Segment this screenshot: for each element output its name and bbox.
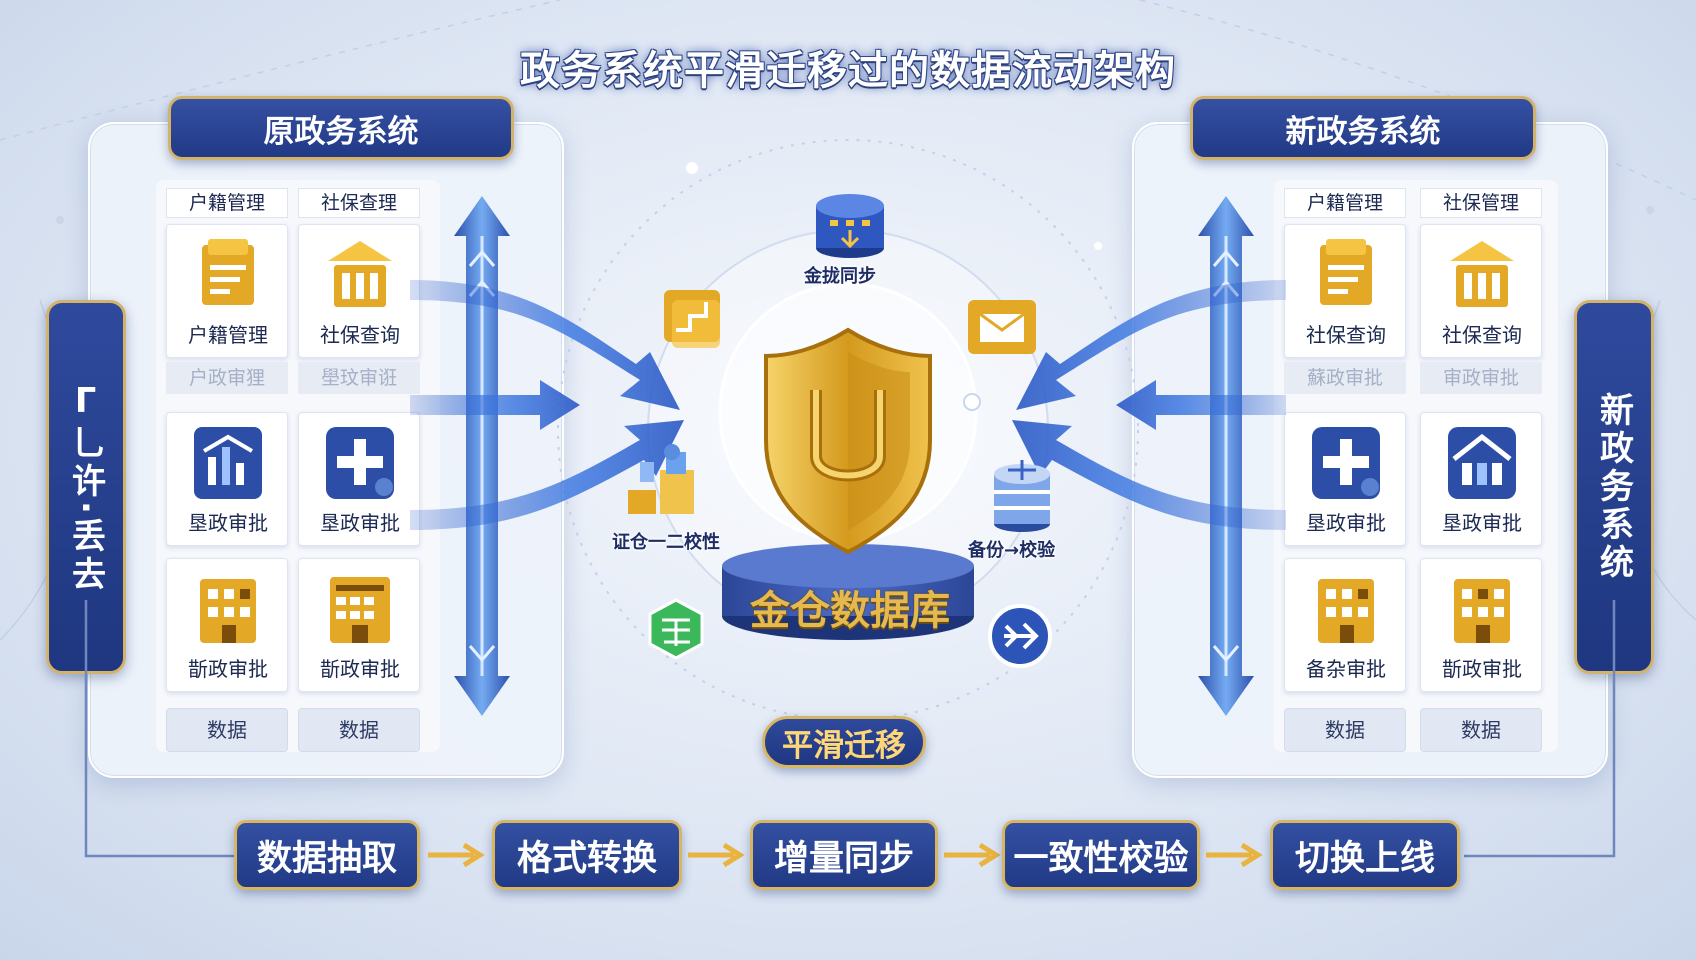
verify-node-label: 证仓一二校性 [612, 532, 720, 553]
tile-caption: 斮政审批 [188, 657, 268, 681]
tile-caption: 户籍管理 [188, 323, 268, 347]
flow-step-go-live[interactable]: 切换上线 [1270, 820, 1460, 890]
government-hall-icon [1450, 241, 1514, 307]
legacy-faded-label: 壆玟审诳 [298, 362, 420, 394]
new-side-tab[interactable]: 新政务系统 [1574, 300, 1654, 674]
database-sync-icon [816, 194, 884, 258]
new-data-cell: 数据 [1420, 708, 1542, 752]
tile-caption: 垦政审批 [1306, 511, 1386, 535]
building-chart-icon [194, 427, 262, 499]
left-data-stream-2 [410, 380, 580, 430]
flow-step-extract[interactable]: 数据抽取 [234, 820, 420, 890]
right-data-stream-1 [1016, 280, 1286, 410]
flow-step-incremental-sync[interactable]: 增量同步 [750, 820, 938, 890]
tile-caption: 垦政审批 [1442, 511, 1522, 535]
legacy-data-cell: 数据 [298, 708, 420, 752]
new-column-label: 户籍管理 [1284, 188, 1406, 218]
legacy-column-label: 社保查理 [298, 188, 420, 218]
legacy-tile-approval-1[interactable]: 垦政审批 [166, 412, 288, 546]
backup-database-icon [994, 460, 1050, 532]
legacy-data-cell: 数据 [166, 708, 288, 752]
new-tile-social-query-2[interactable]: 社保查询 [1420, 224, 1542, 358]
legacy-tile-approval-4[interactable]: 斮政审批 [298, 558, 420, 692]
flow-arrow-icon [688, 842, 745, 868]
new-tile-approval-3[interactable]: 垦政审批 [1420, 412, 1542, 546]
tile-caption: 斮政审批 [320, 657, 400, 681]
legacy-data-pillar [454, 196, 510, 716]
database-base-top [722, 544, 974, 588]
tile-caption: 社保查询 [1306, 323, 1386, 347]
new-tile-approval-1[interactable]: 垦政审批 [1284, 412, 1406, 546]
backup-node-label: 备份→校验 [968, 540, 1056, 561]
migration-direction-icon [988, 604, 1052, 668]
tile-caption: 斮政审批 [1442, 657, 1522, 681]
new-faded-label: 审政审批 [1420, 362, 1542, 394]
flow-connector-frame [84, 600, 1616, 858]
new-tile-approval-4[interactable]: 斮政审批 [1420, 558, 1542, 692]
document-stack-icon [202, 239, 254, 305]
legacy-side-tab[interactable]: ᒥ乚许·丢去 [46, 300, 126, 674]
new-tile-social-query-1[interactable]: 社保查询 [1284, 224, 1406, 358]
flow-step-consistency-check[interactable]: 一致性校验 [1002, 820, 1200, 890]
legacy-tile-household[interactable]: 户籍管理 [166, 224, 288, 358]
office-building-icon [200, 579, 256, 643]
flow-arrow-icon [428, 842, 485, 868]
new-data-cell: 数据 [1284, 708, 1406, 752]
legacy-column-label: 户籍管理 [166, 188, 288, 218]
new-module-area: 户籍管理 社保查询 蘇政审批 垦政审批 [1274, 180, 1558, 752]
legacy-tile-approval-2[interactable]: 斮政审批 [166, 558, 288, 692]
legacy-faded-label: 户政审狸 [166, 362, 288, 394]
security-badge-icon [648, 598, 704, 660]
tile-caption: 备杂审批 [1306, 657, 1386, 681]
new-data-pillar [1198, 196, 1254, 716]
orbit-dot [963, 393, 981, 411]
left-data-stream-3 [410, 420, 684, 530]
new-column-label: 社保管理 [1420, 188, 1542, 218]
consistency-check-icon [628, 444, 694, 514]
page-title: 政务系统平滑迁移过的数据流动架构 [520, 48, 1176, 94]
legacy-tile-social-query[interactable]: 社保查询 [298, 224, 420, 358]
government-hall-icon [328, 241, 392, 307]
flow-arrow-icon [1206, 842, 1263, 868]
office-building-icon [1454, 579, 1510, 643]
new-faded-label: 蘇政审批 [1284, 362, 1406, 394]
smooth-migration-badge[interactable]: 平滑迁移 [762, 716, 926, 768]
new-tile-approval-2[interactable]: 备杂审批 [1284, 558, 1406, 692]
sync-node-label: 金拢同步 [804, 266, 876, 287]
right-data-stream-3 [1012, 420, 1286, 530]
medical-cross-icon [326, 427, 394, 499]
legacy-system-header: 原政务系统 [168, 96, 514, 160]
right-data-stream-2 [1116, 380, 1286, 430]
legacy-tile-approval-3[interactable]: 垦政审批 [298, 412, 420, 546]
document-stack-icon [1320, 239, 1372, 305]
left-data-stream-1 [410, 280, 680, 410]
database-label: 金仓数据库 [750, 588, 950, 634]
outer-orbit-ring [557, 139, 1139, 721]
new-system-header: 新政务系统 [1190, 96, 1536, 160]
tile-caption: 社保查询 [1442, 323, 1522, 347]
envelope-icon [968, 300, 1036, 354]
tile-caption: 社保查询 [320, 323, 400, 347]
workflow-icon [664, 290, 720, 348]
city-hall-icon [1448, 427, 1516, 499]
flow-arrow-icon [944, 842, 1001, 868]
flow-step-convert[interactable]: 格式转换 [492, 820, 682, 890]
office-building-icon [1318, 579, 1374, 643]
medical-cross-icon [1312, 427, 1380, 499]
office-tower-icon [330, 577, 390, 643]
tile-caption: 垦政审批 [320, 511, 400, 535]
tile-caption: 垦政审批 [188, 511, 268, 535]
legacy-module-area: 户籍管理 户籍管理 户政审狸 [156, 180, 440, 752]
